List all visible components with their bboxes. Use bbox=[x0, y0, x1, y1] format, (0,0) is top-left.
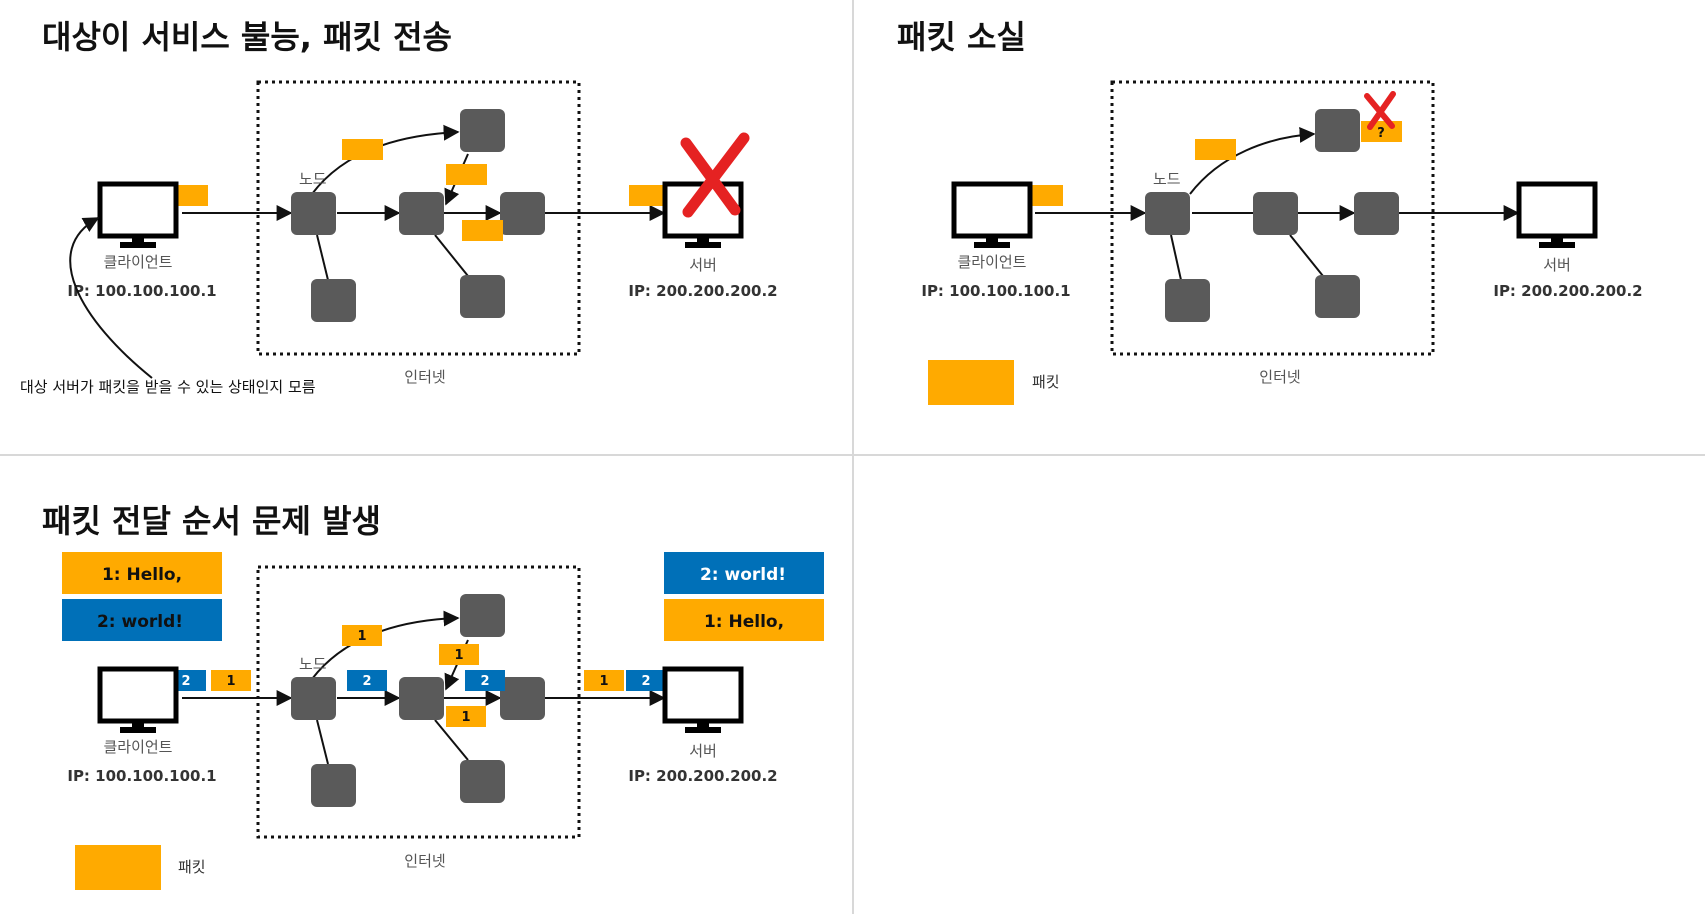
panel-title: 패킷 소실 bbox=[897, 18, 1026, 56]
internet-label: 인터넷 bbox=[404, 852, 445, 870]
link bbox=[434, 234, 469, 277]
packet-number: 1 bbox=[357, 629, 366, 644]
legend-label: 패킷 bbox=[178, 858, 206, 876]
lost-mark: ? bbox=[1377, 126, 1385, 141]
server-label: 서버 bbox=[689, 256, 717, 274]
packet-number: 1 bbox=[599, 674, 608, 689]
packet-number: 2 bbox=[181, 674, 190, 689]
error-x-icon bbox=[680, 132, 750, 218]
internet-box bbox=[1110, 80, 1435, 356]
note-arrow bbox=[69, 217, 153, 379]
received-message-1-text: 2: world! bbox=[700, 565, 786, 585]
packet-2 bbox=[626, 670, 666, 691]
packet-number: 2 bbox=[362, 674, 371, 689]
client-label: 클라이언트 bbox=[103, 253, 172, 271]
received-message-2-text: 1: Hello, bbox=[704, 612, 784, 632]
client-label: 클라이언트 bbox=[957, 253, 1026, 271]
packet-1 bbox=[342, 625, 382, 646]
node-label: 노드 bbox=[1153, 170, 1181, 188]
note-text: 대상 서버가 패킷을 받을 수 있는 상태인지 모름 bbox=[20, 378, 316, 396]
network-node bbox=[399, 192, 444, 235]
network-node bbox=[399, 677, 444, 720]
client-monitor-icon bbox=[100, 669, 176, 733]
node-label: 노드 bbox=[299, 170, 327, 188]
network-node bbox=[291, 192, 336, 235]
client-monitor-icon bbox=[954, 184, 1030, 248]
network-node bbox=[460, 109, 505, 152]
packet-2 bbox=[465, 670, 505, 691]
network-node bbox=[291, 677, 336, 720]
packet-number: 1 bbox=[461, 710, 470, 725]
packet-number: 1 bbox=[454, 648, 463, 663]
link bbox=[316, 234, 329, 281]
network-node bbox=[460, 760, 505, 803]
panel-title: 대상이 서비스 불능, 패킷 전송 bbox=[42, 18, 452, 56]
packet bbox=[342, 139, 383, 160]
panel-loss: 패킷 소실 노드 ? 클라이언트 IP: 100.100.100.1 서버 IP… bbox=[897, 18, 1643, 405]
node-label: 노드 bbox=[299, 655, 327, 673]
packet-1 bbox=[439, 644, 479, 665]
network-node bbox=[311, 764, 356, 807]
network-node bbox=[311, 279, 356, 322]
internet-box bbox=[256, 565, 581, 839]
network-node bbox=[460, 275, 505, 318]
legend-label: 패킷 bbox=[1032, 373, 1060, 391]
error-x-icon bbox=[1364, 91, 1396, 130]
network-node bbox=[1315, 109, 1360, 152]
packet-1 bbox=[211, 670, 251, 691]
server-ip: IP: 200.200.200.2 bbox=[628, 767, 777, 785]
network-node bbox=[460, 594, 505, 637]
network-node bbox=[500, 192, 545, 235]
sent-message-1 bbox=[62, 552, 222, 594]
legend-packet-swatch bbox=[75, 845, 161, 890]
network-node bbox=[1253, 192, 1298, 235]
packet bbox=[462, 220, 503, 241]
packet-number: 2 bbox=[641, 674, 650, 689]
client-monitor-icon bbox=[100, 184, 176, 248]
sent-message-2-text: 2: world! bbox=[97, 612, 183, 632]
network-node bbox=[1145, 192, 1190, 235]
link bbox=[434, 719, 469, 761]
internet-box bbox=[256, 80, 581, 356]
internet-label: 인터넷 bbox=[1259, 368, 1300, 386]
packet-number: 2 bbox=[480, 674, 489, 689]
server-label: 서버 bbox=[1543, 256, 1571, 274]
server-ip: IP: 200.200.200.2 bbox=[1493, 282, 1642, 300]
link bbox=[311, 610, 460, 680]
packet-1 bbox=[584, 670, 624, 691]
panel-unreachable: 대상이 서비스 불능, 패킷 전송 노드 클라이언트 IP: 100.100.1… bbox=[20, 18, 778, 396]
packet bbox=[1195, 139, 1236, 160]
server-monitor-icon bbox=[665, 669, 741, 733]
network-node bbox=[1315, 275, 1360, 318]
network-node bbox=[1354, 192, 1399, 235]
panel-order: 패킷 전달 순서 문제 발생 1: Hello, 2: world! 2: wo… bbox=[42, 502, 824, 890]
client-label: 클라이언트 bbox=[103, 738, 172, 756]
sent-message-1-text: 1: Hello, bbox=[102, 565, 182, 585]
client-ip: IP: 100.100.100.1 bbox=[921, 282, 1070, 300]
internet-label: 인터넷 bbox=[404, 368, 445, 386]
link bbox=[316, 719, 329, 765]
sent-message-2 bbox=[62, 599, 222, 641]
link bbox=[311, 124, 460, 195]
link bbox=[1189, 126, 1316, 195]
server-label: 서버 bbox=[689, 742, 717, 760]
client-ip: IP: 100.100.100.1 bbox=[67, 767, 216, 785]
received-message-1 bbox=[664, 552, 824, 594]
packet-2 bbox=[347, 670, 387, 691]
packet bbox=[629, 185, 670, 206]
server-monitor-icon bbox=[1519, 184, 1595, 248]
packet bbox=[446, 164, 487, 185]
packet-number: 1 bbox=[226, 674, 235, 689]
link bbox=[1170, 234, 1182, 281]
server-ip: IP: 200.200.200.2 bbox=[628, 282, 777, 300]
received-message-2 bbox=[664, 599, 824, 641]
network-node bbox=[500, 677, 545, 720]
network-node bbox=[1165, 279, 1210, 322]
packet-1 bbox=[446, 706, 486, 727]
link bbox=[1289, 234, 1324, 277]
legend-packet-swatch bbox=[928, 360, 1014, 405]
client-ip: IP: 100.100.100.1 bbox=[67, 282, 216, 300]
panel-title: 패킷 전달 순서 문제 발생 bbox=[42, 502, 381, 540]
